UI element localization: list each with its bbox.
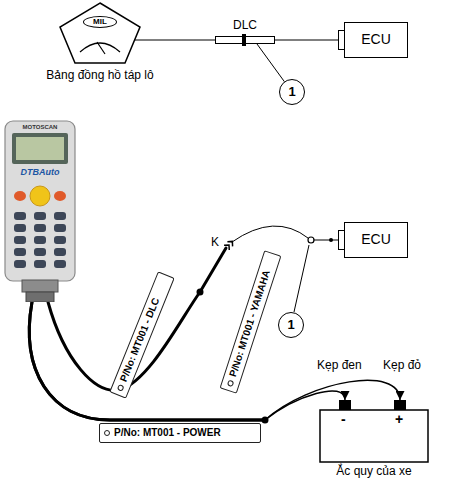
dlc-connector [215,36,275,44]
keypad-key [14,212,26,220]
keypad-key [54,212,66,220]
wire [257,44,284,82]
connector [48,226,338,391]
battery-terminal [394,400,406,410]
connector [29,302,400,420]
keypad-key [14,224,26,232]
ecu-label: ECU [345,23,407,56]
tag-node: P/No: MT001 - POWER [99,423,261,443]
battery-illustration [318,394,430,464]
mil-label: MIL [84,17,116,27]
terminal-sign: - [341,411,346,427]
scanner-illustration [4,120,76,302]
callout-number: 1 [279,313,303,336]
dashboard-outline [35,2,165,66]
connector [135,40,215,41]
wire [275,40,338,41]
ecu-node: ECU [338,222,408,258]
callout-number: 1 [280,80,304,103]
scanner-node: MOTOSCAN DTBAuto [4,120,76,302]
ecu-label: ECU [345,223,407,256]
ecu-box: ECU [344,22,408,58]
clamp-label: Kẹp đỏ [382,358,422,372]
connector-joint [242,34,246,46]
keypad-key [14,248,26,256]
keypad-key [54,236,66,244]
battery-body [320,410,428,462]
pent-node: Bảng đồng hồ táp lô MIL [35,2,165,84]
battery-terminal [339,400,351,410]
terminal-sign: + [395,411,403,427]
cable-plug-end [26,292,54,302]
nav-pad [30,186,50,206]
screen-display [16,137,64,160]
battery-node: - + Ắc quy của xe [318,394,430,480]
device-brand: DTBAuto [4,167,76,178]
wire [135,40,215,41]
keypad-key [54,260,66,268]
circle-node: 1 [279,79,305,105]
part-number-tag: P/No: MT001 - YAMAHA [225,268,275,379]
dlc-label: DLC [212,18,278,32]
keypad-key [14,260,26,268]
dashboard-pentagon [60,3,140,63]
panel-caption: Bảng đồng hồ táp lô [35,68,165,82]
scanner-body [5,121,75,281]
tag-hole [117,384,125,392]
connector-label: K [210,235,220,249]
keypad-key [34,224,46,232]
keypad-key [54,248,66,256]
wire [232,226,338,242]
clamp-label: Kẹp đen [316,358,363,372]
cable-plug [22,280,58,292]
connector [29,302,345,420]
ecu-node: ECU [338,22,408,58]
keypad-key [34,236,46,244]
wire-terminal [308,237,314,243]
tag-node: P/No: MT001 - YAMAHA [219,250,281,393]
battery-caption: Ắc quy của xe [318,464,430,478]
side-button [54,191,66,201]
side-button [14,191,26,201]
gauge-needle [97,42,105,54]
device-model: MOTOSCAN [4,123,76,131]
dlc-node: DLC [212,18,278,46]
circle-node: 1 [278,312,304,338]
tag-hole [104,430,110,436]
part-number-tag: P/No: MT001 - POWER [114,424,221,442]
leader-line [294,245,309,312]
connector [275,40,338,41]
screen-frame [12,133,68,164]
tag-node: P/No: MT001 - DLC [109,271,174,398]
ecu-box: ECU [344,222,408,258]
keypad-key [34,212,46,220]
tag-hole [226,380,234,388]
keypad-key [34,260,46,268]
oval-node: MIL [83,16,117,28]
keypad-key [54,224,66,232]
keypad-key [14,236,26,244]
keypad-key [34,248,46,256]
connector [257,44,284,82]
part-number-tag: P/No: MT001 - DLC [116,295,164,384]
